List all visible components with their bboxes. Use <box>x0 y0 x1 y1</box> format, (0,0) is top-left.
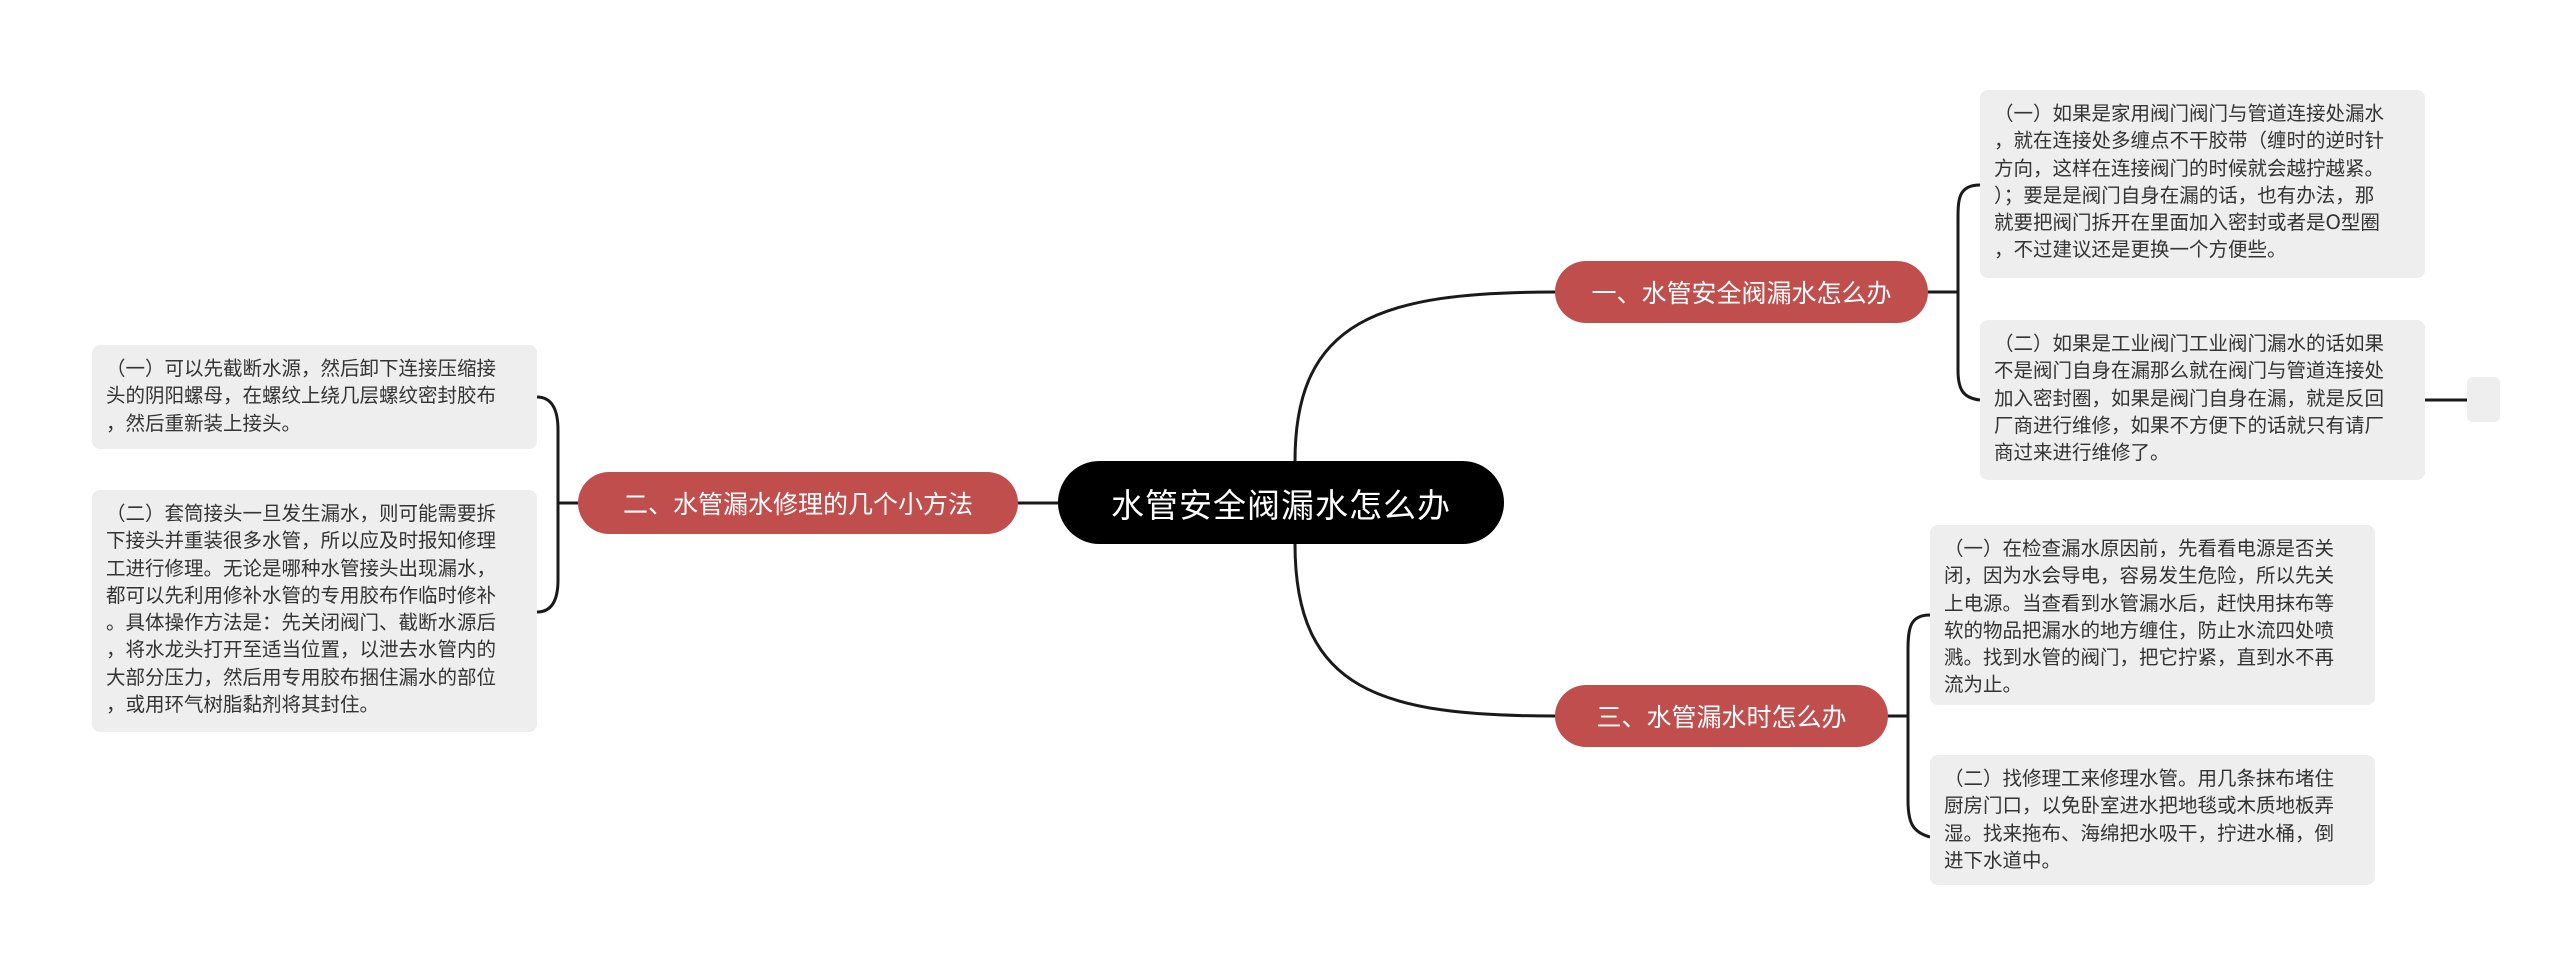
leaf-node-1-1[interactable]: （一）如果是家用阀门阀门与管道连接处漏水 ，就在连接处多缠点不干胶带（缠时的逆时… <box>1980 90 2425 278</box>
branch-label: 三、水管漏水时怎么办 <box>1596 703 1847 732</box>
root-node[interactable]: 水管安全阀漏水怎么办 <box>1058 461 1504 544</box>
leaf-placeholder-stub <box>2467 377 2500 422</box>
connector-branch-1-leaves <box>1928 183 1981 402</box>
leaf-node-3-1[interactable]: （一）在检查漏水原因前，先看看电源是否关 闭，因为水会导电，容易发生危险，所以先… <box>1930 525 2375 705</box>
root-label: 水管安全阀漏水怎么办 <box>1111 485 1451 525</box>
connector-root-branch-3 <box>1293 543 1556 718</box>
leaf-node-1-2[interactable]: （二）如果是工业阀门工业阀门漏水的话如果 不是阀门自身在漏那么就在阀门与管道连接… <box>1980 320 2425 480</box>
connector-branch-2-leaves <box>536 395 578 614</box>
branch-node-1[interactable]: 一、水管安全阀漏水怎么办 <box>1555 261 1928 323</box>
branch-label: 一、水管安全阀漏水怎么办 <box>1591 279 1892 308</box>
branch-node-2[interactable]: 二、水管漏水修理的几个小方法 <box>578 472 1018 534</box>
leaf-node-2-2[interactable]: （二）套筒接头一旦发生漏水，则可能需要拆 下接头并重装很多水管，所以应及时报知修… <box>92 490 537 732</box>
branch-label: 二、水管漏水修理的几个小方法 <box>622 490 973 519</box>
leaf-node-2-1[interactable]: （一）可以先截断水源，然后卸下连接压缩接 头的阴阳螺母，在螺纹上绕几层螺纹密封胶… <box>92 345 537 449</box>
leaf-node-3-2[interactable]: （二）找修理工来修理水管。用几条抹布堵住 厨房门口，以免卧室进水把地毯或木质地板… <box>1930 755 2375 885</box>
connector-branch-3-leaves <box>1888 613 1931 839</box>
connector-root-branch-1 <box>1293 290 1556 462</box>
branch-node-3[interactable]: 三、水管漏水时怎么办 <box>1555 685 1888 747</box>
